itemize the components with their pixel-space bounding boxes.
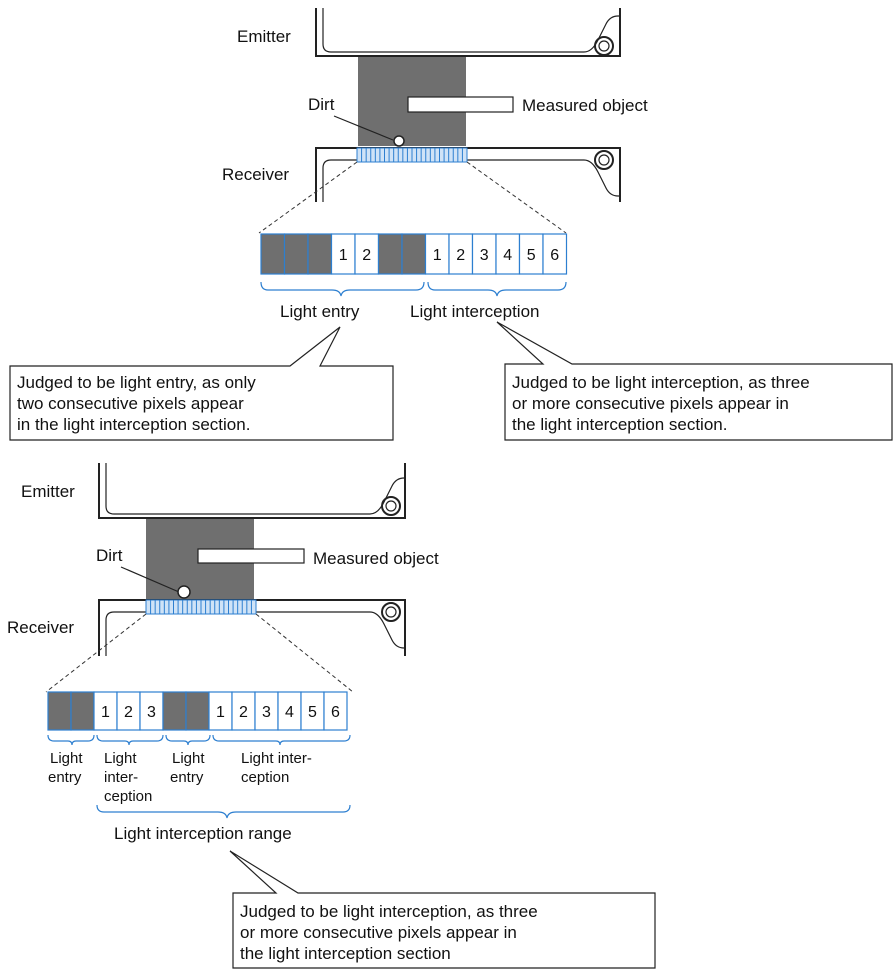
bottom-callout-line-2: or more consecutive pixels appear in — [240, 923, 517, 942]
top-dirt-label: Dirt — [308, 95, 335, 114]
bottom-cell-13 — [323, 691, 348, 731]
bottom-callout-text: Judged to be light interception, as thre… — [240, 902, 538, 963]
bottom-group-1-line-1: Light — [50, 750, 83, 767]
bottom-callout-line-3: the light interception section — [240, 944, 451, 963]
bottom-brace-entry-1 — [47, 734, 95, 746]
top-cell-number-13: 6 — [550, 247, 559, 264]
top-right-callout-line-3: the light interception section. — [512, 415, 727, 434]
top-emitter-housing — [315, 8, 621, 57]
bottom-object-label: Measured object — [313, 549, 439, 568]
bottom-group-labels: Light entry Light inter- ception Light e… — [48, 750, 312, 805]
bottom-emitter-housing — [98, 463, 406, 519]
top-cell-2 — [283, 233, 309, 275]
bottom-pixel-strip — [145, 599, 257, 615]
top-dirt-particle — [393, 135, 405, 147]
bottom-group-1-line-2: entry — [48, 769, 82, 786]
bottom-cell-2 — [70, 691, 95, 731]
bottom-cell-6 — [162, 691, 187, 731]
bottom-cell-1 — [47, 691, 72, 731]
top-cell-13 — [542, 233, 568, 275]
bottom-cell-number-4: 2 — [124, 704, 133, 721]
top-light-entry-label: Light entry — [280, 302, 360, 321]
bottom-group-3-line-1: Light — [172, 750, 205, 767]
bottom-cell-number-8: 1 — [216, 704, 225, 721]
bottom-cell-number-9: 2 — [239, 704, 248, 721]
bottom-dirt-particle — [177, 585, 191, 599]
top-right-callout-text: Judged to be light interception, as thre… — [512, 373, 810, 434]
top-cell-number-4: 1 — [339, 247, 348, 264]
top-cell-number-5: 2 — [362, 247, 371, 264]
bottom-brace-interception-2 — [212, 734, 351, 746]
bottom-cell-number-13: 6 — [331, 704, 340, 721]
bottom-group-3-line-2: entry — [170, 769, 204, 786]
bottom-dirt-label: Dirt — [96, 546, 123, 565]
top-receiver-housing — [315, 147, 621, 202]
top-cell-1 — [260, 233, 286, 275]
top-light-entry-brace — [260, 281, 425, 297]
bottom-callout-line-1: Judged to be light interception, as thre… — [240, 902, 538, 921]
top-object-label: Measured object — [522, 96, 648, 115]
top-light-interception-brace — [427, 281, 567, 297]
bottom-range-label: Light interception range — [114, 824, 292, 843]
top-receiver-label: Receiver — [222, 165, 289, 184]
top-cell-number-9: 2 — [456, 247, 465, 264]
bottom-cell-number-5: 3 — [147, 704, 156, 721]
bottom-brace-entry-2 — [165, 734, 211, 746]
top-left-callout — [9, 326, 394, 441]
top-cell-number-12: 5 — [527, 247, 536, 264]
top-pixel-strip — [356, 147, 468, 163]
bottom-cell-number-3: 1 — [101, 704, 110, 721]
bottom-cell-7 — [185, 691, 210, 731]
top-measured-object — [407, 96, 514, 113]
bottom-brace-interception-1 — [96, 734, 164, 746]
top-right-callout-line-2: or more consecutive pixels appear in — [512, 394, 789, 413]
bottom-measured-object — [197, 548, 305, 564]
top-light-interception-label: Light interception — [410, 302, 539, 321]
bottom-callout — [229, 850, 656, 969]
top-cell-number-11: 4 — [503, 247, 512, 264]
top-right-callout — [496, 321, 893, 441]
top-left-callout-text: Judged to be light entry, as only two co… — [17, 373, 256, 434]
top-cell-number-10: 3 — [480, 247, 489, 264]
top-cell-3 — [307, 233, 333, 275]
bottom-group-4-line-2: ception — [241, 769, 289, 786]
top-left-callout-line-2: two consecutive pixels appear — [17, 394, 244, 413]
bottom-emitter-label: Emitter — [21, 482, 75, 501]
top-left-callout-line-3: in the light interception section. — [17, 415, 250, 434]
bottom-receiver-label: Receiver — [7, 618, 74, 637]
top-cell-number-8: 1 — [433, 247, 442, 264]
bottom-range-brace — [96, 804, 351, 819]
bottom-group-2-line-2: inter- — [104, 769, 138, 786]
top-cell-6 — [377, 233, 403, 275]
bottom-cell-number-11: 4 — [285, 704, 294, 721]
bottom-cell-number-12: 5 — [308, 704, 317, 721]
top-cell-7 — [401, 233, 427, 275]
bottom-group-2-line-3: ception — [104, 788, 152, 805]
top-emitter-label: Emitter — [237, 27, 291, 46]
bottom-group-4-line-1: Light inter- — [241, 750, 312, 767]
top-left-callout-line-1: Judged to be light entry, as only — [17, 373, 256, 392]
top-right-callout-line-1: Judged to be light interception, as thre… — [512, 373, 810, 392]
bottom-cell-number-10: 3 — [262, 704, 271, 721]
bottom-group-2-line-1: Light — [104, 750, 137, 767]
